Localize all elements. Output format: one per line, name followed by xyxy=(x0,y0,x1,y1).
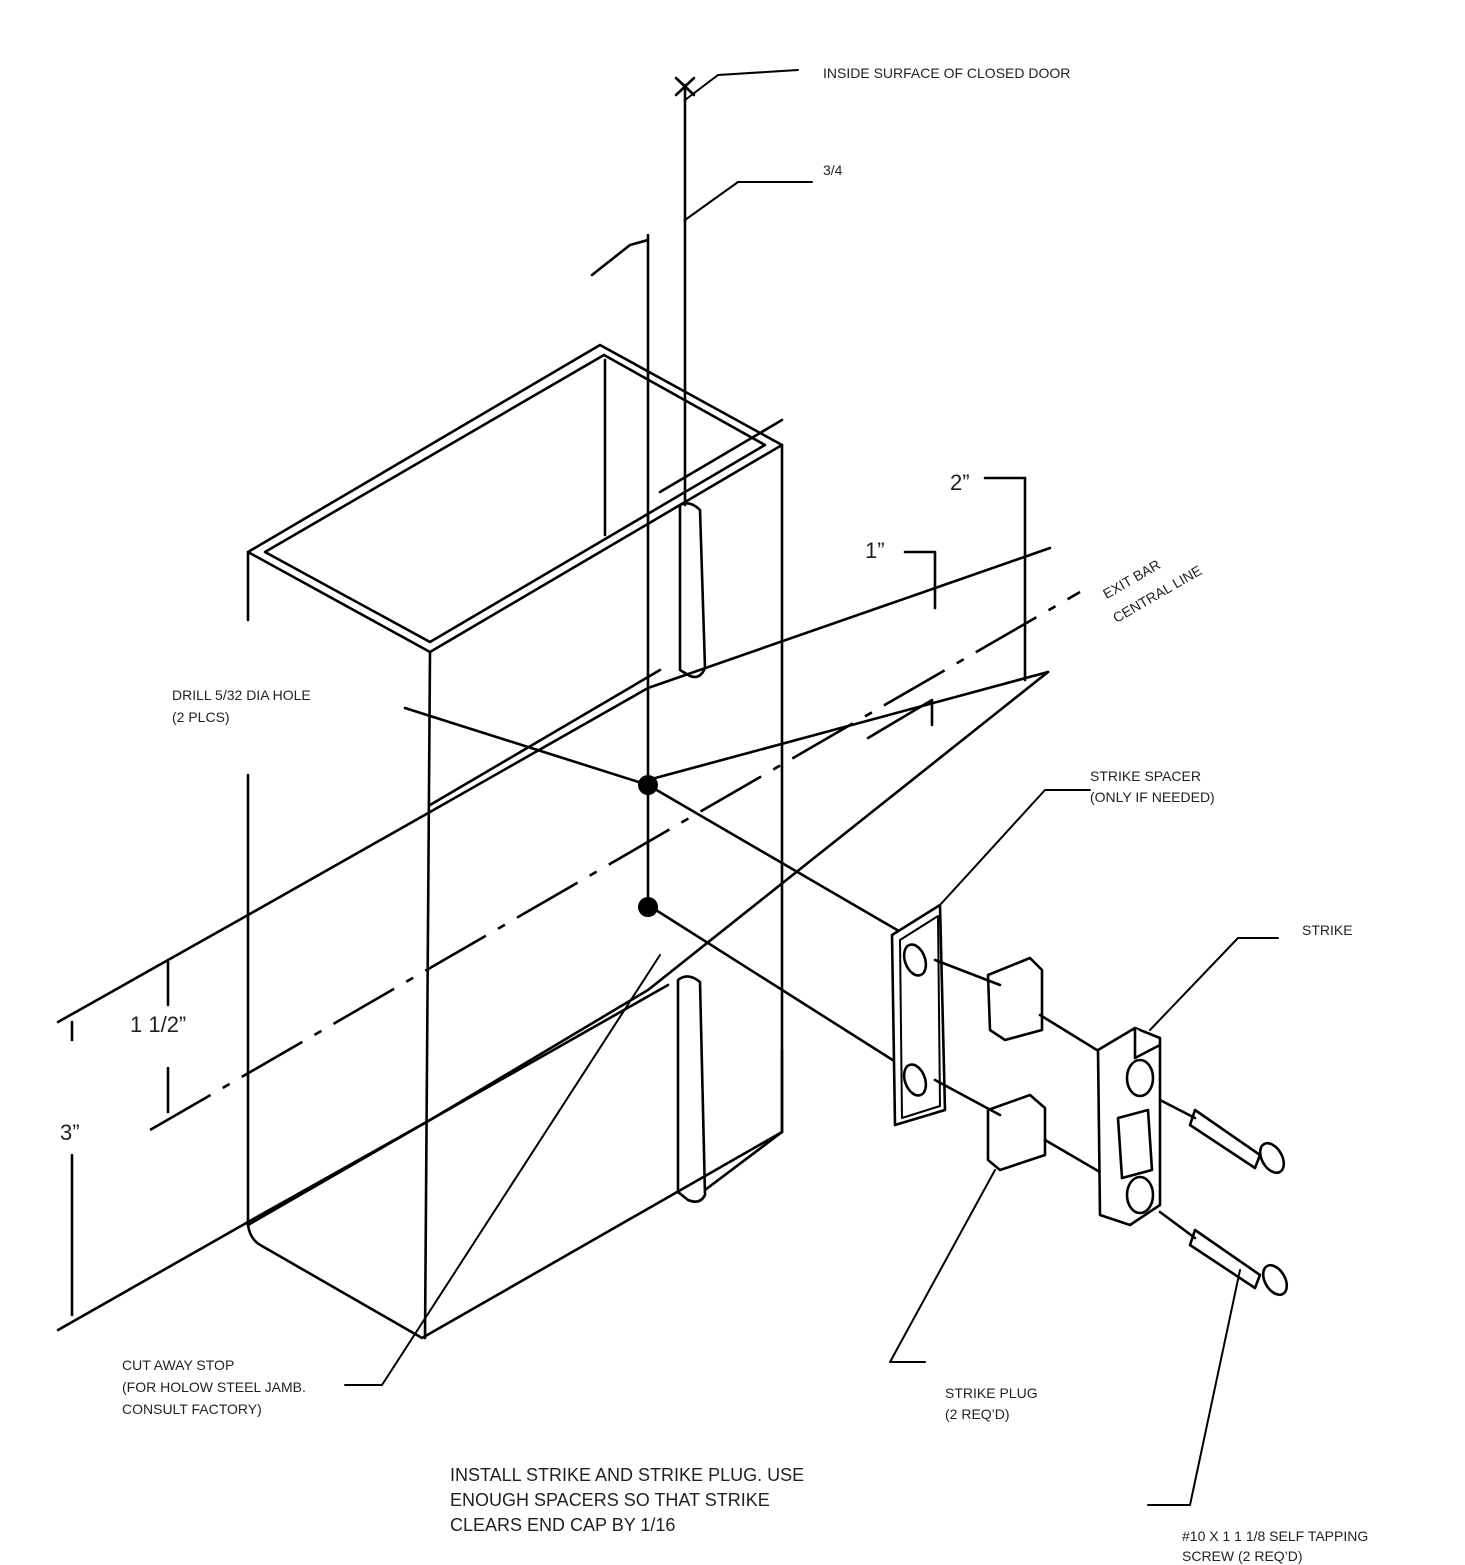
instructions-line3: CLEARS END CAP BY 1/16 xyxy=(450,1515,676,1535)
instructions-line1: INSTALL STRIKE AND STRIKE PLUG. USE xyxy=(450,1465,805,1485)
strike-plug-label-line2: (2 REQ’D) xyxy=(945,1406,1010,1422)
two-inch-label: 2” xyxy=(950,470,970,495)
jamb-stops xyxy=(658,418,784,1203)
three-quarter-label: 3/4 xyxy=(823,162,843,178)
strike-part xyxy=(1096,937,1279,1227)
instructions-line2: ENOUGH SPACERS SO THAT STRIKE xyxy=(450,1490,770,1510)
screws xyxy=(1147,1098,1289,1506)
cut-away-leader xyxy=(344,954,661,1386)
door-jamb xyxy=(246,343,784,1340)
strike-spacer-label-line2: (ONLY IF NEEDED) xyxy=(1090,789,1215,805)
dimension-lines xyxy=(70,476,1027,1317)
drill-hole-label-line2: (2 PLCS) xyxy=(172,709,230,725)
drill-holes xyxy=(403,706,942,1092)
screw-label-line1: #10 X 1 1 1/8 SELF TAPPING xyxy=(1182,1528,1369,1544)
three-inch-label: 3” xyxy=(60,1120,80,1145)
inside-surface-label: INSIDE SURFACE OF CLOSED DOOR xyxy=(823,65,1071,81)
screw-label-line2: SCREW (2 REQ’D) xyxy=(1182,1548,1303,1564)
one-inch-label: 1” xyxy=(865,538,885,563)
cut-away-label-line1: CUT AWAY STOP xyxy=(122,1357,235,1373)
strike-label: STRIKE xyxy=(1302,922,1353,938)
cut-away-label-line3: CONSULT FACTORY) xyxy=(122,1401,262,1417)
strike-spacer-label-line1: STRIKE SPACER xyxy=(1090,768,1201,784)
one-and-half-inch-label: 1 1/2” xyxy=(130,1012,187,1037)
cut-away-label-line2: (FOR HOLOW STEEL JAMB. xyxy=(122,1379,306,1395)
strike-plug-label-line1: STRIKE PLUG xyxy=(945,1385,1038,1401)
drill-hole-label-line1: DRILL 5/32 DIA HOLE xyxy=(172,687,311,703)
reference-lines xyxy=(590,69,813,907)
exit-bar-outline xyxy=(56,546,1081,1332)
strike-plugs xyxy=(889,956,1107,1363)
strike-spacer xyxy=(890,789,1091,1127)
